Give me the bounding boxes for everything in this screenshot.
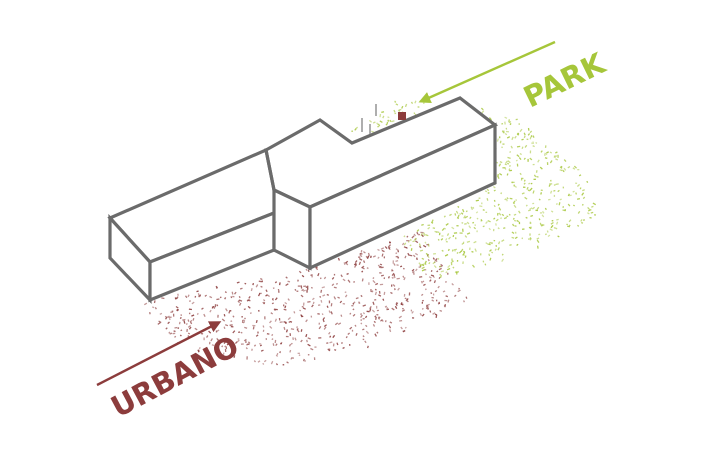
roof-ridge-edge [264,148,276,192]
park-arrow-icon [418,40,556,104]
rooftop-figures [361,104,406,134]
urban-ground-texture [143,231,468,366]
park-ground-texture [351,99,597,278]
tall-block-side-face [308,122,497,271]
small-marker [398,112,406,120]
urban-label: URBANO [105,329,244,424]
urban-arrow-icon [96,321,222,387]
park-label: PARK [518,45,611,114]
building-volume [107,96,499,304]
